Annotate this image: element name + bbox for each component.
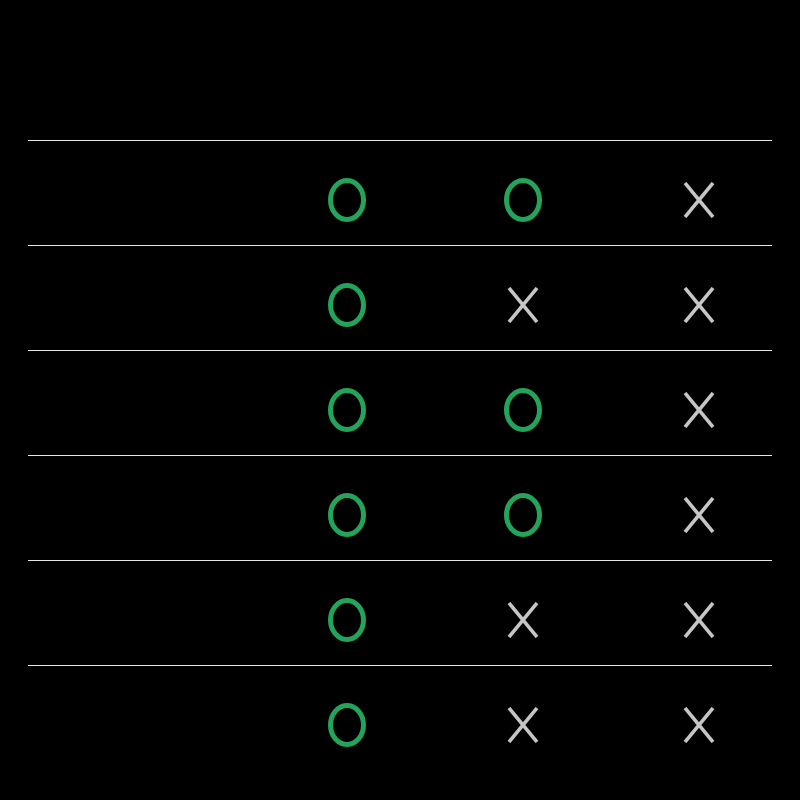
table-row [28, 140, 772, 245]
table-body [28, 140, 772, 800]
row-label [28, 666, 258, 800]
table-header-space [28, 0, 772, 140]
excluded-cross-icon [679, 705, 719, 745]
excluded-cross-icon [679, 390, 719, 430]
included-circle-icon [327, 282, 367, 328]
table-row [28, 665, 772, 800]
row-label [28, 456, 258, 560]
row-label [28, 561, 258, 665]
included-circle-icon [327, 177, 367, 223]
included-circle-icon [503, 387, 543, 433]
table-row [28, 560, 772, 665]
included-circle-icon [327, 492, 367, 538]
included-circle-icon [503, 177, 543, 223]
comparison-table [28, 0, 772, 800]
table-row [28, 245, 772, 350]
included-circle-icon [327, 597, 367, 643]
row-label [28, 141, 258, 245]
excluded-cross-icon [679, 180, 719, 220]
row-label [28, 246, 258, 350]
included-circle-icon [327, 387, 367, 433]
excluded-cross-icon [679, 285, 719, 325]
excluded-cross-icon [503, 285, 543, 325]
excluded-cross-icon [679, 495, 719, 535]
included-circle-icon [327, 702, 367, 748]
table-row [28, 455, 772, 560]
row-label [28, 351, 258, 455]
table-row [28, 350, 772, 455]
excluded-cross-icon [503, 600, 543, 640]
excluded-cross-icon [679, 600, 719, 640]
included-circle-icon [503, 492, 543, 538]
excluded-cross-icon [503, 705, 543, 745]
